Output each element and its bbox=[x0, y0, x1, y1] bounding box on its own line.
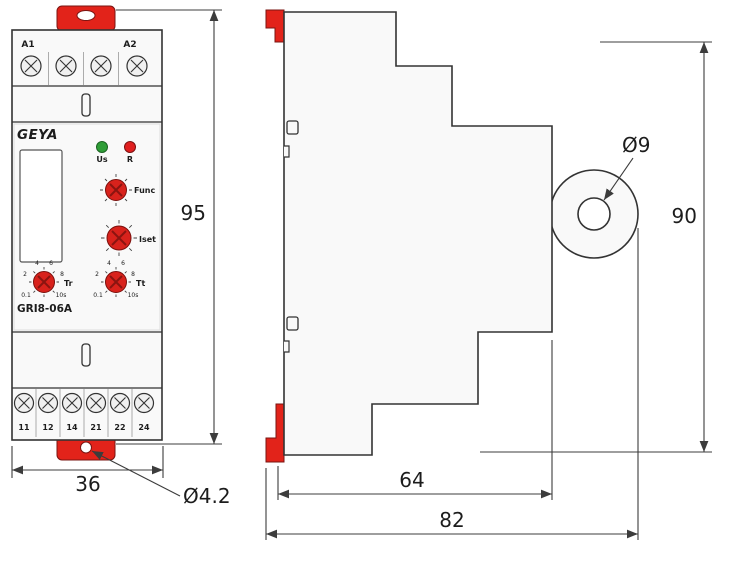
dim-64-text: 64 bbox=[399, 468, 424, 492]
lock-slider-bottom bbox=[12, 343, 162, 389]
side-view bbox=[265, 9, 639, 463]
dim-36: 36 bbox=[11, 446, 164, 496]
mounting-hole bbox=[80, 441, 92, 454]
terminal-dividers bbox=[35, 389, 133, 437]
edge-notch bbox=[284, 145, 290, 158]
dim-90: 90 bbox=[480, 41, 712, 453]
dim-hole-4-2-text: Ø4.2 bbox=[183, 484, 231, 508]
side-din-clip-top bbox=[265, 9, 285, 43]
vent-slot bbox=[286, 120, 299, 135]
dim-64: 64 bbox=[277, 340, 553, 500]
brand-logo: GEYA bbox=[17, 127, 58, 143]
side-profile bbox=[283, 11, 553, 456]
terminal-label: 22 bbox=[114, 423, 125, 432]
side-din-clip-bottom bbox=[265, 403, 285, 463]
tr-knob[interactable]: 0.1 2 4 6 8 10s Tr bbox=[21, 260, 72, 299]
dim-hole-4-2: Ø4.2 bbox=[91, 450, 231, 508]
dim-95-text: 95 bbox=[181, 201, 206, 225]
terminal-screw bbox=[85, 392, 107, 414]
status-led-red: R bbox=[124, 141, 136, 164]
dim-hole-9: Ø9 bbox=[603, 133, 650, 201]
lock-slider-top bbox=[12, 93, 162, 123]
terminal-screw bbox=[13, 392, 35, 414]
front-panel: GEYA Us R Func Iset bbox=[12, 123, 162, 333]
terminal-screw bbox=[109, 392, 131, 414]
front-top-terminal-block: A1 A2 bbox=[12, 40, 162, 87]
led-green-label: Us bbox=[96, 155, 107, 164]
dial-scale-number: 2 bbox=[95, 271, 99, 278]
iset-knob[interactable]: Iset bbox=[101, 220, 156, 256]
tt-knob-label: Tt bbox=[136, 279, 145, 288]
dim-82: 82 bbox=[265, 228, 639, 540]
func-knob[interactable]: Func bbox=[100, 174, 155, 206]
dial-scale-number: 6 bbox=[121, 260, 125, 267]
status-led-green: Us bbox=[96, 141, 108, 164]
dim-hole-9-text: Ø9 bbox=[622, 133, 650, 157]
dial-scale-number: 10s bbox=[56, 292, 67, 299]
terminal-screw bbox=[55, 55, 77, 77]
led-red-label: R bbox=[127, 155, 133, 164]
front-top-mount-clip bbox=[56, 5, 116, 32]
vent-slot bbox=[286, 316, 299, 331]
terminal-screw bbox=[61, 392, 83, 414]
dial-scale-number: 0.1 bbox=[21, 292, 31, 299]
tt-knob[interactable]: 0.1 2 4 6 8 10s Tt bbox=[93, 260, 145, 299]
terminal-screw bbox=[37, 392, 59, 414]
model-label: GRI8-06A bbox=[17, 303, 73, 315]
dim-82-text: 82 bbox=[439, 508, 464, 532]
terminal-screw bbox=[20, 55, 42, 77]
terminal-screw bbox=[126, 55, 148, 77]
dial-scale-number: 2 bbox=[23, 271, 27, 278]
clip-slot-hole bbox=[76, 10, 96, 21]
tab-hole bbox=[577, 197, 611, 231]
dial-scale-number: 4 bbox=[107, 260, 111, 267]
dimensions: 95 36 Ø4.2 Ø9 90 64 bbox=[11, 9, 712, 540]
terminal-label-a2: A2 bbox=[123, 40, 136, 50]
terminal-screw bbox=[90, 55, 112, 77]
dim-95: 95 bbox=[116, 9, 222, 445]
terminal-label-a1: A1 bbox=[21, 40, 34, 50]
dial-scale-number: 0.1 bbox=[93, 292, 103, 299]
iset-knob-label: Iset bbox=[139, 235, 156, 244]
dial-scale-number: 10s bbox=[128, 292, 139, 299]
dial-scale-number: 4 bbox=[35, 260, 39, 267]
front-view: A1 A2 bbox=[11, 5, 163, 461]
dial-scale-number: 6 bbox=[49, 260, 53, 267]
tr-knob-label: Tr bbox=[64, 279, 73, 288]
terminal-label: 24 bbox=[138, 423, 150, 432]
display-window bbox=[19, 149, 63, 263]
terminal-label: 21 bbox=[90, 423, 102, 432]
terminal-dividers bbox=[48, 52, 119, 85]
edge-notch bbox=[284, 340, 290, 353]
terminal-label: 14 bbox=[66, 423, 78, 432]
terminal-label: 11 bbox=[18, 423, 30, 432]
terminal-screw bbox=[133, 392, 155, 414]
dial-scale-number: 8 bbox=[131, 271, 135, 278]
dial-scale-number: 8 bbox=[60, 271, 64, 278]
terminal-label: 12 bbox=[42, 423, 53, 432]
func-knob-label: Func bbox=[134, 186, 155, 195]
dim-36-text: 36 bbox=[75, 472, 100, 496]
dim-90-text: 90 bbox=[672, 204, 697, 228]
front-bottom-terminal-block: 11 12 14 21 22 24 bbox=[13, 389, 155, 437]
